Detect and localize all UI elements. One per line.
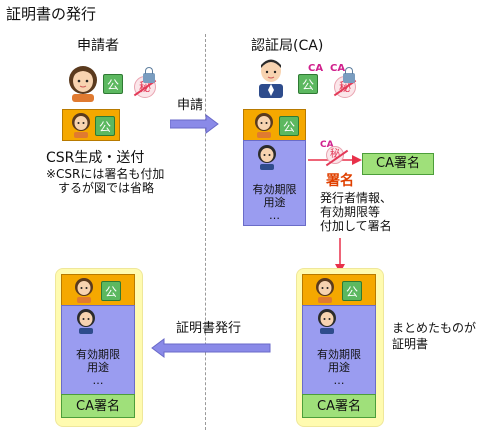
- issue-arrow: [151, 338, 271, 358]
- summary-line1: まとめたものが: [392, 321, 477, 335]
- ca-cert-body-person-icon: [258, 145, 276, 170]
- issued-cert-body-person-icon: [318, 309, 336, 334]
- ca-signature-box: CA署名: [362, 153, 434, 175]
- public-key-icon: 公: [103, 74, 123, 94]
- csr-note-line2: するが図では省略: [58, 181, 155, 195]
- section-divider: [205, 34, 206, 430]
- ca-cert-line1: 有効期限: [252, 183, 297, 196]
- sign-desc-line3: 付加して署名: [320, 219, 392, 233]
- ca-cert-line3: …: [269, 209, 280, 222]
- ca-mark-secret: CA: [330, 63, 346, 74]
- csr-person-icon: [72, 113, 90, 138]
- issued-cert-line3: …: [333, 374, 345, 387]
- ca-person-icon: [259, 59, 283, 98]
- delivered-cert-public-key-icon: 公: [101, 281, 121, 301]
- request-arrow: [170, 114, 219, 134]
- ca-lock-icon: [343, 67, 355, 83]
- csr-label: CSR生成・送付: [46, 150, 145, 166]
- issued-cert-person-icon: [316, 278, 334, 303]
- issued-cert-line1: 有効期限: [317, 348, 361, 361]
- request-arrow-label: 申請: [177, 98, 204, 113]
- delivered-cert-top: [61, 274, 135, 306]
- sign-secret-key-icon: 秘: [326, 146, 344, 164]
- delivered-cert-person-icon: [75, 278, 93, 303]
- ca-cert-line2: 用途: [263, 196, 286, 209]
- issued-cert-footer: CA署名: [302, 394, 376, 418]
- issued-cert-top: [302, 274, 376, 306]
- applicant-person-icon: [69, 66, 97, 102]
- summary-line2: 証明書: [392, 337, 429, 351]
- sign-desc-line1: 発行者情報、: [320, 191, 393, 205]
- csr-note-line1: ※CSRには署名も付加: [46, 167, 165, 181]
- ca-mark-public: CA: [308, 63, 324, 74]
- page-title: 証明書の発行: [6, 5, 97, 23]
- issued-cert-body: [302, 305, 376, 395]
- ca-public-key-icon: 公: [298, 74, 318, 94]
- ca-heading: 認証局(CA): [251, 38, 324, 54]
- delivered-cert-line1: 有効期限: [76, 348, 120, 361]
- applicant-heading: 申請者: [77, 38, 119, 54]
- delivered-cert-body: [61, 305, 135, 395]
- sign-label: 署名: [326, 173, 354, 189]
- issued-cert-line2: 用途: [328, 361, 350, 374]
- ca-cert-person-icon: [255, 113, 273, 138]
- delivered-cert-line3: …: [92, 374, 104, 387]
- csr-public-key-icon: 公: [95, 116, 115, 136]
- sign-desc-line2: 有効期限等: [320, 205, 381, 219]
- issued-cert-public-key-icon: 公: [342, 281, 362, 301]
- delivered-cert-line2: 用途: [87, 361, 109, 374]
- delivered-cert-footer: CA署名: [61, 394, 135, 418]
- delivered-cert-body-person-icon: [77, 309, 95, 334]
- issue-arrow-label: 証明書発行: [176, 321, 242, 336]
- ca-cert-public-key-icon: 公: [279, 116, 299, 136]
- ca-mark-small: CA: [320, 140, 334, 150]
- lock-icon: [143, 67, 155, 83]
